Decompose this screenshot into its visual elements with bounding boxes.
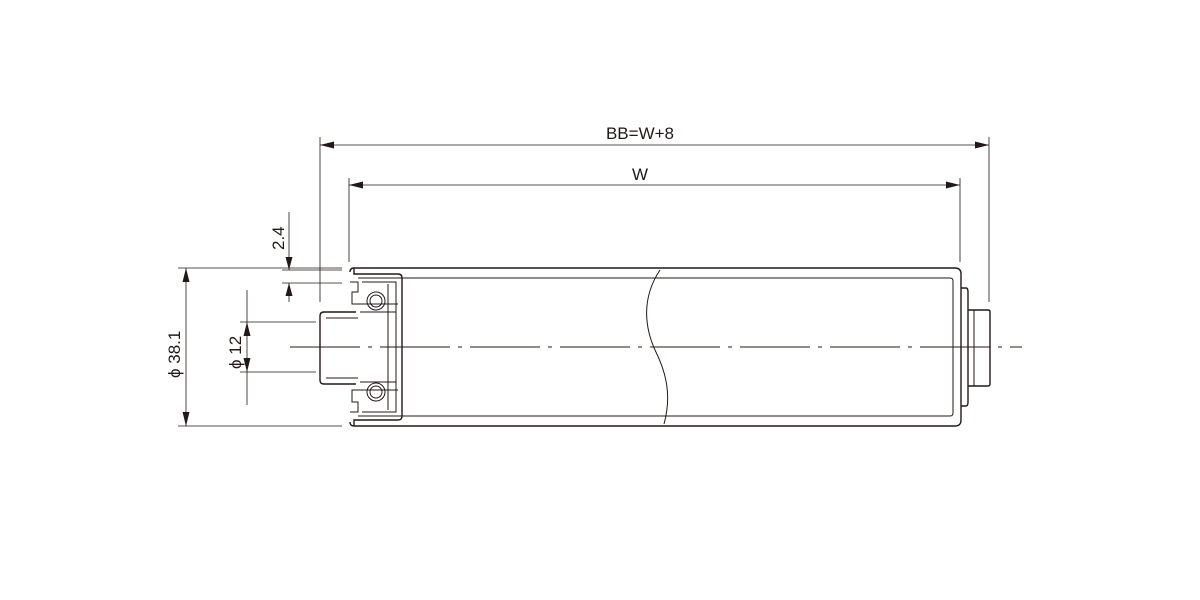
shaft-diameter-label: ϕ 12 [226,336,245,369]
tube-diameter-label: ϕ 38.1 [165,331,184,378]
dimension-tube-length: W [349,165,960,189]
flange-offset-label: 2.4 [269,226,288,250]
dimension-shaft-diameter: ϕ 12 [226,290,251,405]
dimension-tube-diameter: ϕ 38.1 [165,268,190,426]
overall-length-label: BB=W+8 [606,124,674,143]
dimension-flange-offset: 2.4 [269,212,293,302]
extension-lines [178,137,990,427]
left-shaft [319,311,358,385]
dimension-overall-length: BB=W+8 [320,124,989,149]
tube-length-label: W [632,165,648,184]
